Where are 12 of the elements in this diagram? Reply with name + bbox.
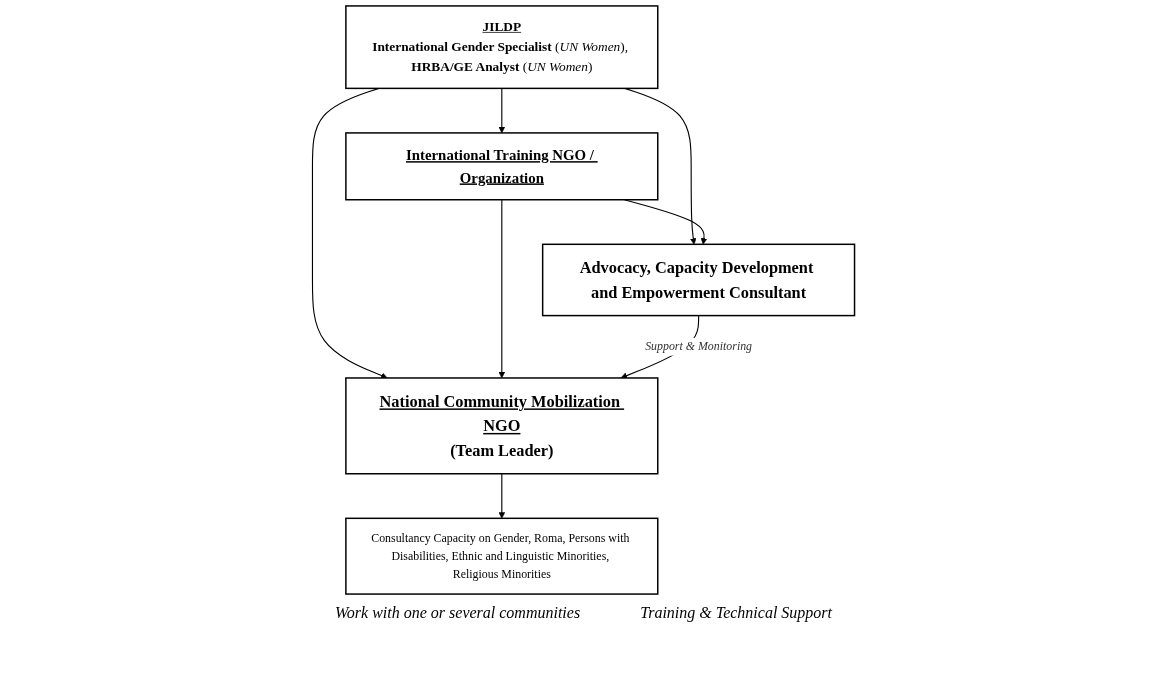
node-note: Work with one or several communities: [335, 604, 581, 622]
arrow: [498, 199, 506, 379]
node-box: JILDP International Gender Specialist (UN Women), HRBA/GE Analyst (UN Women): [345, 5, 659, 90]
node-box: National Community Mobilization NGO (Team Leader): [345, 377, 659, 475]
arrow: [498, 87, 506, 134]
arrow-note: Training & Technical Support: [640, 604, 832, 622]
arrow: [311, 87, 388, 379]
arrow: [498, 473, 506, 519]
node-box: International Training NGO / Organization: [345, 132, 659, 201]
node-box: Advocacy, Capacity Development and Empowerment Consultant: [541, 243, 856, 317]
edge-label: Support & Monitoring: [645, 340, 753, 353]
node-box: Consultancy Capacity on Gender, Roma, Persons with Disabilities, Ethnic and Linguistic Minorities, Religious Minorities: [345, 517, 659, 595]
